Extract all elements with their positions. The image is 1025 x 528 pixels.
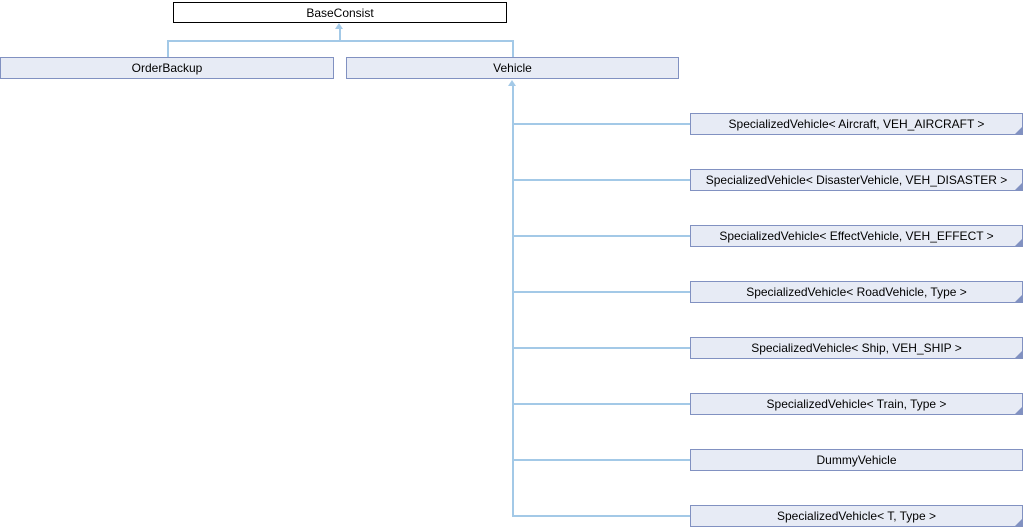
truncation-corner-icon xyxy=(1015,183,1022,190)
truncation-corner-icon xyxy=(1015,127,1022,134)
edge-branch-t-type xyxy=(512,515,690,517)
arrowhead-up-icon xyxy=(335,23,343,29)
edge-orderbackup-stub xyxy=(167,40,169,57)
class-label: OrderBackup xyxy=(131,61,203,75)
node-specialized-disaster[interactable]: SpecializedVehicle< DisasterVehicle, VEH… xyxy=(690,169,1023,191)
edge-vehicle-trunk xyxy=(512,86,514,517)
truncation-corner-icon xyxy=(1015,351,1022,358)
node-specialized-ship[interactable]: SpecializedVehicle< Ship, VEH_SHIP > xyxy=(690,337,1023,359)
edge-branch-disaster xyxy=(512,179,690,181)
truncation-corner-icon xyxy=(1015,407,1022,414)
truncation-corner-icon xyxy=(1015,295,1022,302)
edge-root-stem xyxy=(339,29,341,41)
edge-branch-train xyxy=(512,403,690,405)
node-order-backup[interactable]: OrderBackup xyxy=(0,57,334,79)
node-specialized-aircraft[interactable]: SpecializedVehicle< Aircraft, VEH_AIRCRA… xyxy=(690,113,1023,135)
class-label: SpecializedVehicle< Ship, VEH_SHIP > xyxy=(751,341,962,355)
class-label: SpecializedVehicle< EffectVehicle, VEH_E… xyxy=(719,229,994,243)
node-vehicle[interactable]: Vehicle xyxy=(346,57,679,79)
edge-branch-road xyxy=(512,291,690,293)
truncation-corner-icon xyxy=(1015,519,1022,526)
node-specialized-train[interactable]: SpecializedVehicle< Train, Type > xyxy=(690,393,1023,415)
node-base-consist[interactable]: BaseConsist xyxy=(173,2,507,23)
class-label: BaseConsist xyxy=(306,5,374,20)
edge-branch-dummy xyxy=(512,459,690,461)
arrowhead-up-icon xyxy=(508,80,516,86)
class-label: SpecializedVehicle< RoadVehicle, Type > xyxy=(746,285,967,299)
class-label: SpecializedVehicle< Train, Type > xyxy=(766,397,947,411)
class-label: Vehicle xyxy=(493,61,532,75)
node-specialized-effect[interactable]: SpecializedVehicle< EffectVehicle, VEH_E… xyxy=(690,225,1023,247)
class-label: DummyVehicle xyxy=(816,453,897,467)
edge-branch-aircraft xyxy=(512,123,690,125)
edge-branch-effect xyxy=(512,235,690,237)
class-label: SpecializedVehicle< DisasterVehicle, VEH… xyxy=(705,173,1008,187)
node-specialized-t[interactable]: SpecializedVehicle< T, Type > xyxy=(690,505,1023,527)
edge-root-rail xyxy=(167,40,513,42)
class-label: SpecializedVehicle< Aircraft, VEH_AIRCRA… xyxy=(728,117,985,131)
node-dummy-vehicle[interactable]: DummyVehicle xyxy=(690,449,1023,471)
edge-branch-ship xyxy=(512,347,690,349)
truncation-corner-icon xyxy=(1015,239,1022,246)
class-label: SpecializedVehicle< T, Type > xyxy=(777,509,936,523)
edge-vehicle-stub xyxy=(512,40,514,57)
node-specialized-road[interactable]: SpecializedVehicle< RoadVehicle, Type > xyxy=(690,281,1023,303)
